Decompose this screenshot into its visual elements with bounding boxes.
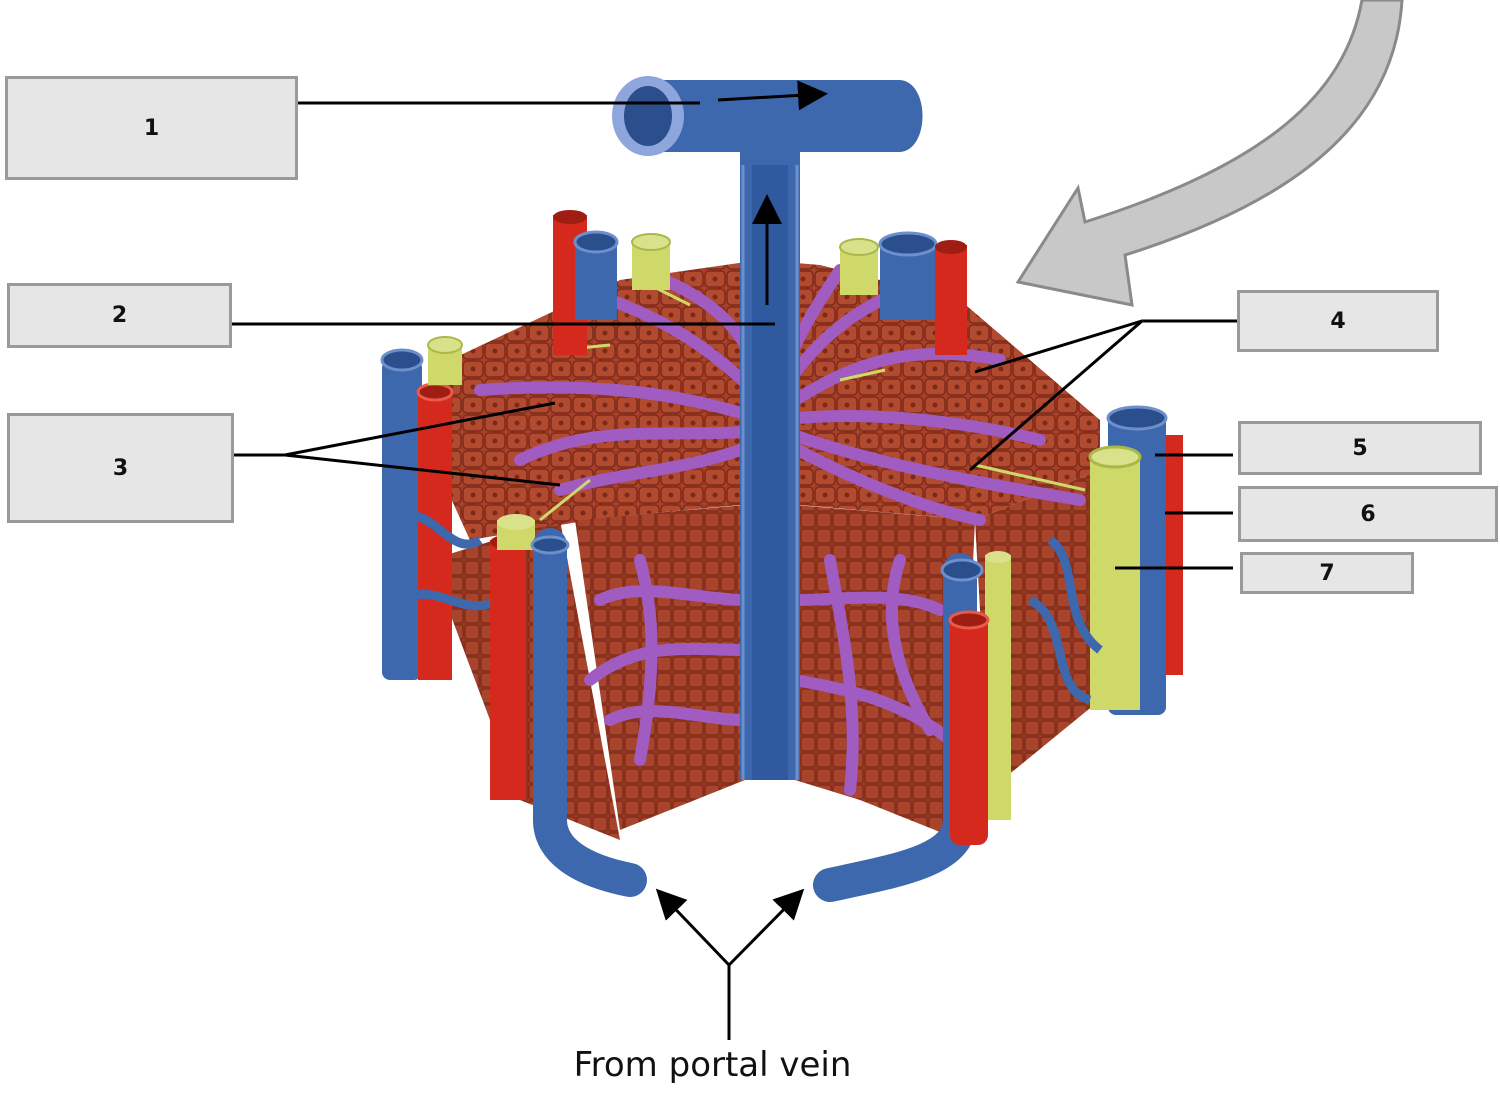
leader-lines xyxy=(232,101,1237,570)
portal-vein-arrows xyxy=(655,888,805,1040)
front-right-vessels xyxy=(813,551,1011,902)
hepatic-flow-arrow-icon xyxy=(717,80,828,111)
label-box-5[interactable]: 5 xyxy=(1238,421,1482,475)
front-left-vessels xyxy=(490,514,647,897)
inflow-arrow-icon xyxy=(1015,0,1404,307)
label-box-7[interactable]: 7 xyxy=(1240,552,1414,594)
portal-vein-caption: From portal vein xyxy=(573,1045,852,1085)
label-box-4[interactable]: 4 xyxy=(1237,290,1439,352)
label-box-6[interactable]: 6 xyxy=(1238,486,1498,542)
back-left-vessel-group xyxy=(553,210,671,355)
label-box-3[interactable]: 3 xyxy=(7,413,234,523)
back-right-vessel-group xyxy=(839,231,967,355)
central-vein xyxy=(740,140,800,780)
hepatic-vein xyxy=(612,76,923,165)
label-box-1[interactable]: 1 xyxy=(5,76,298,180)
right-vessel-group xyxy=(1027,405,1183,715)
label-box-2[interactable]: 2 xyxy=(7,283,232,348)
left-vessel-group xyxy=(380,336,503,680)
